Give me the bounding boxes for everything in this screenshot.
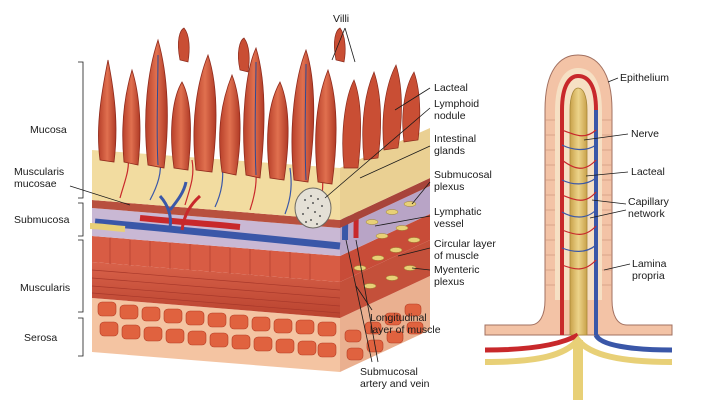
label-mucosa: Mucosa (30, 124, 67, 136)
label-muscularis-mucosae: Muscularis mucosae (14, 166, 65, 190)
label-circular-layer: Circular layer of muscle (434, 238, 496, 262)
longitudinal-muscle-layer (91, 240, 430, 318)
lymphoid-nodule (294, 187, 332, 229)
label-lymphatic-vessel: Lymphatic vessel (434, 206, 482, 230)
circular-muscle-layer (92, 214, 430, 289)
label-lamina-propria: Lamina propria (632, 258, 667, 282)
label-serosa: Serosa (24, 332, 58, 344)
label-nerve: Nerve (631, 128, 660, 140)
villi (98, 38, 337, 185)
label-capillary-network: Capillary network (628, 196, 669, 220)
label-villus-lacteal: Lacteal (631, 166, 665, 178)
villus-cross-section (484, 54, 673, 400)
label-lacteal: Lacteal (434, 82, 468, 94)
label-myenteric-plexus: Myenteric plexus (434, 264, 480, 288)
label-muscularis: Muscularis (20, 282, 71, 294)
serosa-layer (92, 276, 430, 372)
label-villi: Villi (333, 13, 350, 25)
label-submucosal-artery-vein: Submucosal artery and vein (360, 366, 430, 390)
label-epithelium: Epithelium (620, 72, 670, 84)
label-lymphoid-nodule: Lymphoid nodule (434, 98, 480, 122)
label-intestinal-glands: Intestinal glands (434, 133, 477, 157)
leader-lines (69, 27, 631, 363)
muscularis-mucosae-band (92, 200, 340, 228)
label-submucosa: Submucosa (14, 214, 70, 226)
label-submucosal-plexus: Submucosal plexus (434, 169, 492, 193)
label-longitudinal-layer: Longitudinal layer of muscle (370, 312, 441, 336)
